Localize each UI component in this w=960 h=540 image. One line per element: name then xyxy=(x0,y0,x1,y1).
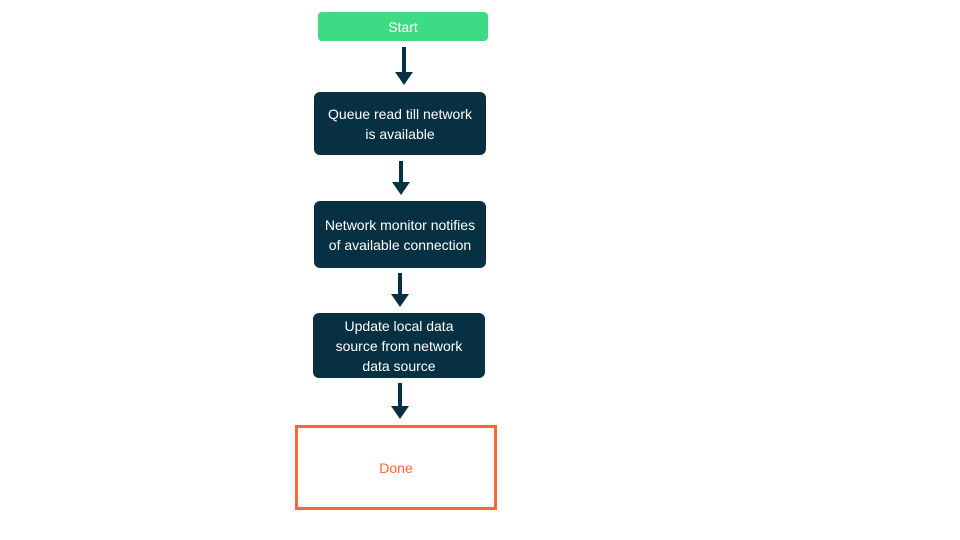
arrow-stem xyxy=(398,273,402,295)
node-queue-label: Queue read till network is available xyxy=(328,105,472,142)
arrow-head-icon xyxy=(392,182,410,195)
node-update-label: Update local data source from network da… xyxy=(335,317,463,374)
arrow-start-to-queue xyxy=(395,47,413,85)
flowchart-node-start: Start xyxy=(318,12,488,41)
flowchart-node-done: Done xyxy=(295,425,497,510)
arrow-head-icon xyxy=(395,72,413,85)
arrow-queue-to-monitor xyxy=(392,161,410,196)
arrow-stem xyxy=(402,47,406,73)
flowchart-node-update-data-source: Update local data source from network da… xyxy=(313,313,485,378)
arrow-monitor-to-update xyxy=(391,273,409,308)
arrow-head-icon xyxy=(391,294,409,307)
node-start-label: Start xyxy=(388,18,418,35)
node-done-label: Done xyxy=(379,459,413,476)
arrow-stem xyxy=(399,161,403,183)
flowchart-node-queue-read: Queue read till network is available xyxy=(314,92,486,155)
arrow-head-icon xyxy=(391,406,409,419)
arrow-stem xyxy=(398,383,402,407)
node-monitor-label: Network monitor notifies of available co… xyxy=(324,216,476,253)
flowchart-node-network-monitor: Network monitor notifies of available co… xyxy=(314,201,486,268)
arrow-update-to-done xyxy=(391,383,409,420)
